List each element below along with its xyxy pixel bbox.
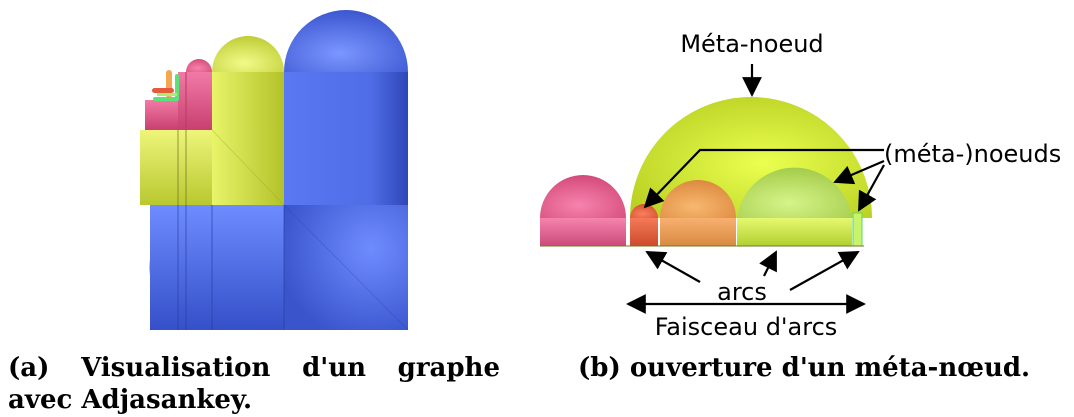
blue-horizontal-band (150, 205, 284, 330)
meta-node-label: Méta-noeud (680, 30, 823, 58)
caption-a-word-1: Visualisation (81, 352, 270, 384)
pink-horizontal-band (145, 100, 178, 130)
caption-a-word-2: d'un (302, 352, 366, 384)
band-orange (660, 218, 736, 246)
pink-node-top-dome (186, 59, 212, 72)
caption-a-tag: (a) (8, 352, 49, 384)
pink-vertical-band (178, 72, 212, 130)
caption-a: (a) Visualisation d'un graphe avec Adjas… (8, 352, 500, 416)
yellow-vertical-band (212, 72, 284, 130)
adjasankey-figure (140, 10, 408, 330)
arcs-label: arcs (717, 278, 767, 306)
band-pink (540, 218, 626, 246)
meta-node-figure: Méta-noeud (méta-)noeuds arcs Faisceau d… (540, 30, 1061, 341)
caption-a-word-3: graphe (398, 352, 500, 384)
caption-b: (b) ouverture d'un méta-nœud. (578, 352, 1030, 384)
blue-node-top-dome (284, 10, 408, 72)
band-light-green (737, 218, 852, 246)
yellow-horizontal-band (140, 130, 212, 205)
bundle-label: Faisceau d'arcs (655, 313, 838, 341)
band-tiny-green (853, 213, 862, 246)
caption-a-line2: avec Adjasankey. (8, 384, 500, 416)
nodes-label: (méta-)noeuds (884, 140, 1061, 168)
band-red (630, 218, 658, 246)
tiny-red-node (152, 88, 174, 93)
blue-vertical-band (284, 72, 408, 205)
yellow-node-top-dome (212, 36, 284, 72)
pink-node-dome (540, 175, 626, 218)
